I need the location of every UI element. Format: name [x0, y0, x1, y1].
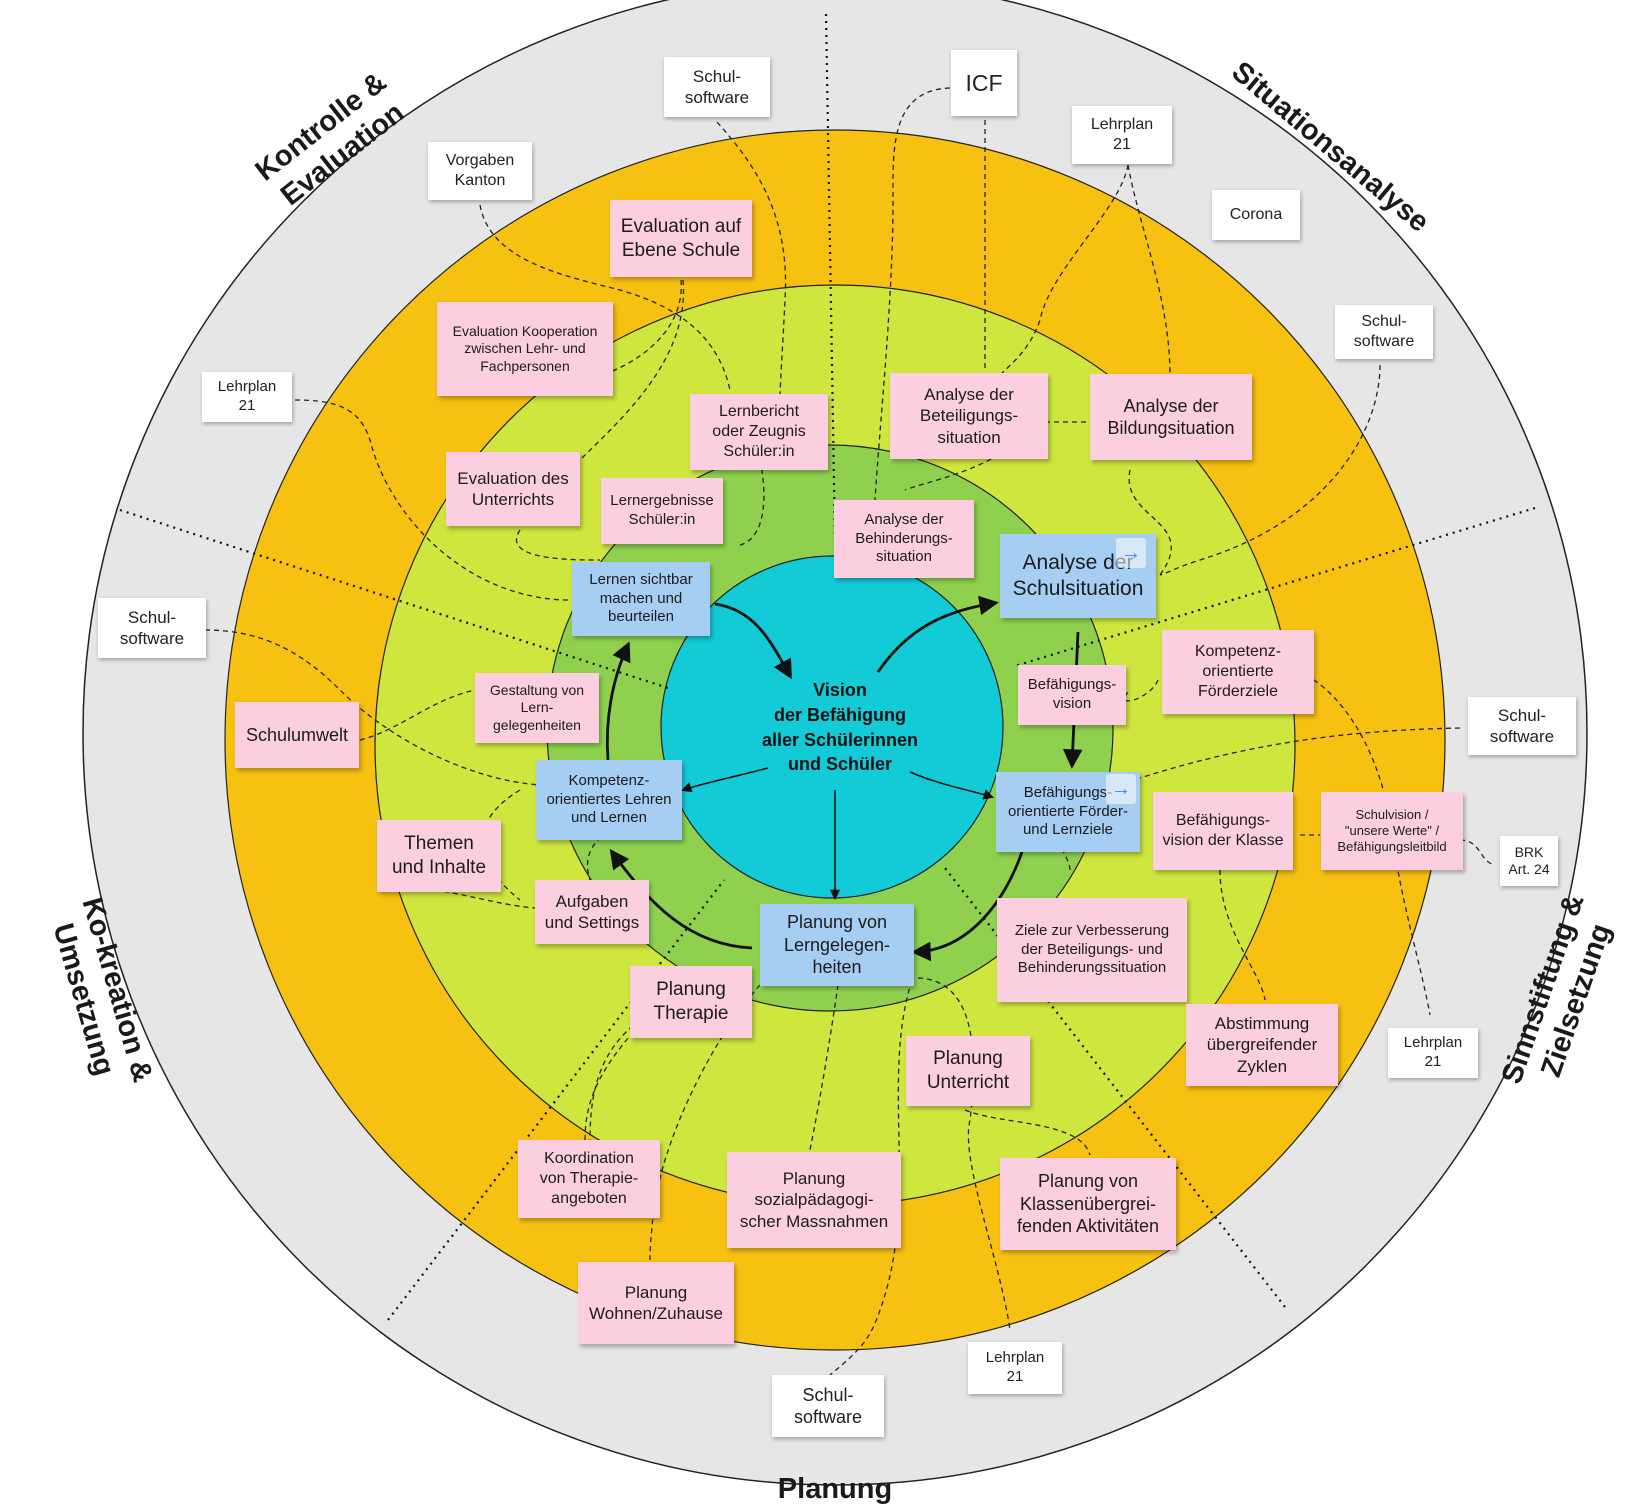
- note-icf[interactable]: ICF: [951, 50, 1017, 116]
- note-schulvision[interactable]: Schulvision / "unsere Werte" / Befähigun…: [1321, 792, 1463, 870]
- note-planung-sozial[interactable]: Planung sozialpädagogi- scher Massnahmen: [727, 1152, 901, 1248]
- note-lernergebnisse[interactable]: Lernergebnisse Schüler:in: [601, 478, 723, 544]
- note-ziele-verbesserung[interactable]: Ziele zur Verbesserung der Beteiligungs-…: [997, 898, 1187, 1002]
- right-arrow-icon[interactable]: →: [1116, 538, 1146, 568]
- process-arrows: [605, 595, 1083, 962]
- note-befaehigung-ziele[interactable]: Befähigungs- orientierte Förder- und Ler…: [996, 772, 1140, 852]
- note-themen-inhalte[interactable]: Themen und Inhalte: [377, 820, 501, 892]
- note-analyse-beteiligung[interactable]: Analyse der Beteiligungs- situation: [890, 373, 1048, 459]
- note-befaehigung-klasse[interactable]: Befähigungs- vision der Klasse: [1153, 792, 1293, 870]
- note-lernbericht[interactable]: Lernbericht oder Zeugnis Schüler:in: [690, 394, 828, 470]
- note-schul-software-right[interactable]: Schul- software: [1468, 697, 1576, 755]
- note-planung-klassen[interactable]: Planung von Klassenübergrei- fenden Akti…: [1000, 1158, 1176, 1250]
- note-aufgaben-settings[interactable]: Aufgaben und Settings: [535, 880, 649, 944]
- note-evaluation-kooperation[interactable]: Evaluation Kooperation zwischen Lehr- un…: [437, 302, 613, 396]
- note-planung-lerngelegenheiten[interactable]: Planung von Lerngelegen- heiten: [760, 904, 914, 986]
- note-kompetenz-lehren[interactable]: Kompetenz- orientiertes Lehren und Lerne…: [536, 760, 682, 840]
- note-koordination-therapie[interactable]: Koordination von Therapie- angeboten: [518, 1140, 660, 1218]
- note-befaehigungsvision[interactable]: Befähigungs- vision: [1018, 665, 1126, 725]
- note-schulumwelt[interactable]: Schulumwelt: [235, 702, 359, 768]
- note-gestaltung-lern[interactable]: Gestaltung von Lern- gelegenheiten: [475, 673, 599, 743]
- note-analyse-behinderung[interactable]: Analyse der Behinderungs- situation: [834, 500, 974, 578]
- sector-planung: Planung: [777, 1473, 893, 1505]
- note-schul-software-bottom[interactable]: Schul- software: [772, 1375, 884, 1437]
- note-lehrplan-bottom[interactable]: Lehrplan 21: [968, 1342, 1062, 1394]
- note-planung-wohnen[interactable]: Planung Wohnen/Zuhause: [578, 1262, 734, 1344]
- note-analyse-bildung[interactable]: Analyse der Bildungsituation: [1090, 374, 1252, 460]
- note-lernen-sichtbar[interactable]: Lernen sichtbar machen und beurteilen: [572, 562, 710, 636]
- right-arrow-icon[interactable]: →: [1106, 774, 1136, 804]
- note-vorgaben-kanton[interactable]: Vorgaben Kanton: [428, 142, 532, 200]
- center-arrows: [681, 767, 995, 901]
- note-lehrplan-left[interactable]: Lehrplan 21: [202, 372, 292, 422]
- note-lehrplan-right[interactable]: Lehrplan 21: [1388, 1028, 1478, 1078]
- note-schul-software-top[interactable]: Schul- software: [664, 57, 770, 117]
- note-corona[interactable]: Corona: [1212, 190, 1300, 240]
- note-evaluation-unterricht[interactable]: Evaluation des Unterrichts: [446, 452, 580, 526]
- note-schul-software-left[interactable]: Schul- software: [98, 598, 206, 658]
- note-schul-software-right-top[interactable]: Schul- software: [1335, 305, 1433, 359]
- note-planung-unterricht[interactable]: Planung Unterricht: [906, 1036, 1030, 1106]
- vision-center-text: Vision der Befähigung aller Schülerinnen…: [761, 680, 919, 775]
- note-planung-therapie[interactable]: Planung Therapie: [630, 966, 752, 1038]
- note-evaluation-schule[interactable]: Evaluation auf Ebene Schule: [610, 200, 752, 277]
- note-abstimmung-zyklen[interactable]: Abstimmung übergreifender Zyklen: [1186, 1004, 1338, 1086]
- note-lehrplan-top-right[interactable]: Lehrplan 21: [1072, 106, 1172, 164]
- note-kompetenz-foerderziele[interactable]: Kompetenz- orientierte Förderziele: [1162, 630, 1314, 714]
- note-brk[interactable]: BRK Art. 24: [1500, 836, 1558, 886]
